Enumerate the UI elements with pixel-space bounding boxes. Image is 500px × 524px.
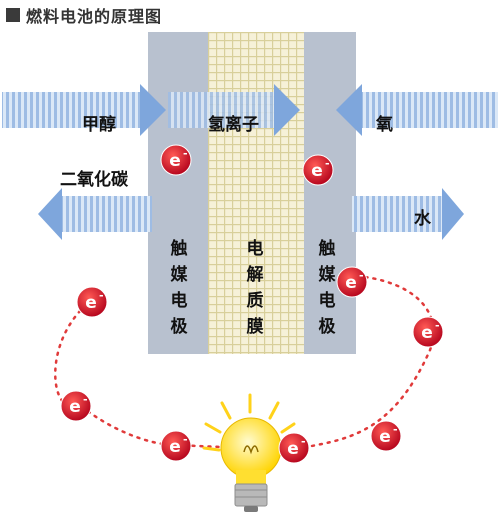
electron: e-: [60, 390, 92, 422]
anode-label: 触媒电极: [170, 239, 188, 337]
electron-sign: -: [359, 269, 364, 282]
electron-sign: -: [435, 319, 440, 332]
hydrogen-ion-label: 氢离子: [208, 115, 259, 135]
cathode-electrode: [304, 32, 356, 354]
electrolyte-membrane: [208, 32, 304, 354]
electron-label: e: [421, 323, 433, 343]
electron: e-: [160, 430, 192, 462]
light-bulb: [202, 393, 296, 512]
electron-label: e: [169, 151, 181, 171]
hydrogen-ion-arrow: [168, 84, 300, 136]
electron-label: e: [169, 437, 181, 457]
methanol-label: 甲醇: [82, 115, 116, 135]
water-arrow: [352, 188, 464, 240]
electron: e-: [160, 144, 192, 176]
light-rays: [202, 393, 296, 452]
electron: e-: [278, 432, 310, 464]
electron-label: e: [379, 427, 391, 447]
electron-sign: -: [99, 289, 104, 302]
electron: e-: [370, 420, 402, 452]
electron-label: e: [69, 397, 81, 417]
methanol-arrow: [2, 84, 166, 136]
electron-label: e: [311, 161, 323, 181]
electron: e-: [336, 266, 368, 298]
electron: e-: [412, 316, 444, 348]
electron-sign: -: [83, 393, 88, 406]
electron-sign: -: [301, 435, 306, 448]
cathode-label: 触媒电极: [318, 239, 336, 337]
electron: e-: [302, 154, 334, 186]
title-marker: [6, 8, 20, 22]
electron-sign: -: [393, 423, 398, 436]
diagram-title: 燃料电池的原理图: [26, 7, 163, 26]
electron-label: e: [85, 293, 97, 313]
co2-label: 二氧化碳: [60, 170, 128, 190]
oxygen-label: 氧: [376, 115, 393, 135]
oxygen-arrow: [336, 84, 498, 136]
title-row: 燃料电池的原理图: [6, 4, 162, 26]
bulb-base: [234, 483, 268, 507]
electron-sign: -: [183, 147, 188, 160]
electron-sign: -: [325, 157, 330, 170]
co2-arrow: [38, 188, 152, 240]
anode-electrode: [148, 32, 208, 354]
electron: e-: [76, 286, 108, 318]
electron-label: e: [345, 273, 357, 293]
electron-label: e: [287, 439, 299, 459]
electron-sign: -: [183, 433, 188, 446]
water-label: 水: [414, 209, 431, 229]
membrane-label: 电解质膜: [246, 239, 264, 337]
